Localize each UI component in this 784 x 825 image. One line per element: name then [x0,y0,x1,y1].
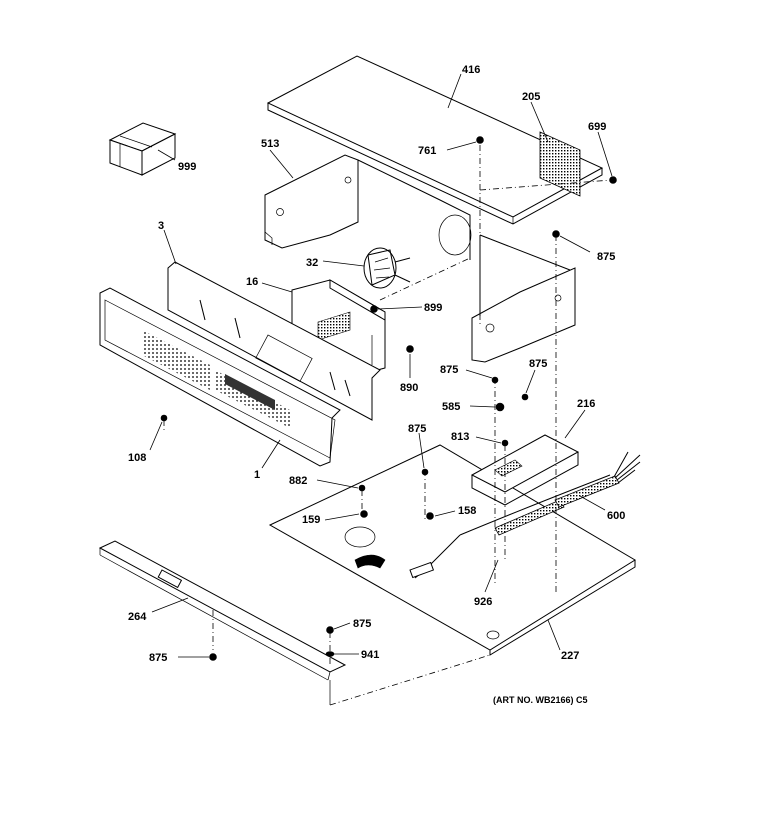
right-side-panel [471,234,576,363]
leader-lines [149,73,613,658]
callout-585: 585 [442,401,460,413]
callout-16: 16 [246,276,258,288]
callout-941: 941 [361,649,379,661]
callout-761: 761 [418,145,436,157]
screw-875e [326,626,334,634]
callout-875-d: 875 [408,423,426,435]
package-999 [108,122,177,176]
callout-513: 513 [261,138,279,150]
callout-999: 999 [178,161,196,173]
bracket-216 [470,434,580,506]
base-plate-227 [268,444,636,656]
callout-875-c: 875 [529,358,547,370]
screw-699 [609,176,617,184]
part-159 [360,510,368,518]
callout-32: 32 [306,257,318,269]
clip-585 [495,402,505,412]
callout-926: 926 [474,596,492,608]
screw-899 [370,305,378,313]
callout-205: 205 [522,91,540,103]
callout-899: 899 [424,302,442,314]
washer-941 [325,651,335,657]
callout-890: 890 [400,382,418,394]
screw-875b [491,376,499,384]
art-number: (ART NO. WB2166) C5 [493,695,588,705]
callout-108: 108 [128,452,146,464]
screw-890 [406,345,414,353]
trim-strip-264 [98,540,347,681]
callout-875-a: 875 [597,251,615,263]
wire-harness-600 [409,451,641,579]
vent-grille-205 [539,131,581,197]
callout-1: 1 [254,469,260,481]
callout-882: 882 [289,475,307,487]
callout-227: 227 [561,650,579,662]
screw-875d [421,468,429,476]
rear-housing [357,159,472,260]
callout-875-b: 875 [440,364,458,376]
front-control-panel-1 [99,287,341,467]
callout-159: 159 [302,514,320,526]
part-158 [426,512,434,520]
callout-264: 264 [128,611,147,623]
screw-875c [521,393,529,401]
top-cover-416 [266,55,604,225]
fasteners [160,136,617,661]
callout-labels: 416 205 699 999 513 761 3 32 875 16 899 … [128,64,625,664]
side-panel-513 [264,154,359,249]
callout-216: 216 [577,398,595,410]
callout-813: 813 [451,431,469,443]
screw-882 [358,484,366,492]
cooling-fan-32 [363,247,411,289]
screw-761 [476,136,484,144]
callout-600: 600 [607,510,625,522]
callout-875-f: 875 [149,652,167,664]
screw-108 [160,414,168,422]
screw-875f [209,653,217,661]
assembly-phantom-lines [163,145,613,706]
screw-875a [552,230,560,238]
callout-699: 699 [588,121,606,133]
screw-813 [501,439,509,447]
callout-875-e: 875 [353,618,371,630]
callout-158: 158 [458,505,476,517]
callout-416: 416 [462,64,480,76]
callout-3: 3 [158,220,164,232]
